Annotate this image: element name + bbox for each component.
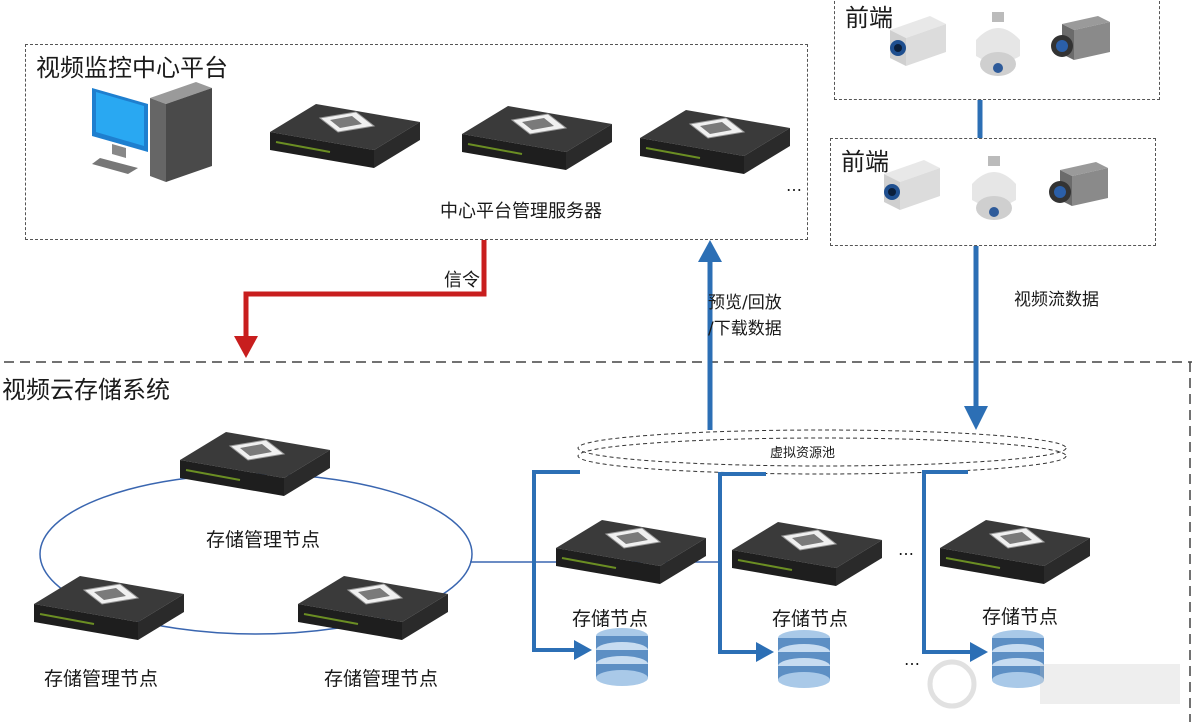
cloud-storage-title: 视频云存储系统 bbox=[2, 376, 170, 404]
workstation-computer-icon bbox=[92, 82, 212, 182]
box-camera-1a-icon bbox=[890, 16, 946, 66]
gun-camera-2-icon bbox=[1049, 162, 1108, 206]
center-platform-box bbox=[25, 44, 808, 240]
storage-node-1-icon bbox=[555, 519, 707, 585]
preview-label-line1: 预览/回放 bbox=[708, 293, 782, 313]
platform-server-3-icon bbox=[639, 109, 791, 175]
preview-label-line2: /下载数据 bbox=[708, 319, 782, 339]
frontend-title-2: 前端 bbox=[841, 148, 889, 176]
frontend-box-2 bbox=[830, 138, 1156, 246]
virtual-pool-label: 虚拟资源池 bbox=[770, 446, 836, 461]
mgmt-node-1-icon bbox=[179, 431, 331, 497]
gun-camera-1-icon bbox=[1051, 16, 1110, 60]
pool-to-disk-3 bbox=[922, 470, 974, 654]
virtual-resource-pool bbox=[577, 429, 1067, 475]
mgmt-node-3-label: 存储管理节点 bbox=[324, 668, 439, 690]
frontend-box-1 bbox=[834, 0, 1160, 100]
dome-camera-1-icon bbox=[976, 12, 1020, 76]
mgmt-node-2-label: 存储管理节点 bbox=[44, 668, 159, 690]
platform-server-label: 中心平台管理服务器 bbox=[440, 201, 602, 222]
storage-ellipsis-1: … bbox=[898, 540, 914, 559]
pool-to-disk-1 bbox=[532, 470, 580, 652]
dome-camera-2-icon bbox=[972, 156, 1016, 220]
signal-label: 信令 bbox=[444, 270, 480, 291]
box-camera-2a-icon bbox=[884, 160, 940, 210]
pool-to-disk-2 bbox=[718, 472, 766, 654]
storage-node-3-label: 存储节点 bbox=[982, 606, 1059, 628]
signal-arrow bbox=[243, 240, 487, 340]
frontend-title-1: 前端 bbox=[845, 4, 893, 32]
platform-ellipsis: … bbox=[786, 176, 802, 195]
storage-ellipsis-2: … bbox=[904, 650, 920, 669]
storage-node-2-icon bbox=[731, 521, 883, 587]
disk-2-icon bbox=[778, 630, 830, 688]
watermark-logo bbox=[927, 659, 1180, 709]
stream-label: 视频流数据 bbox=[1014, 290, 1099, 310]
mgmt-node-1-label: 存储管理节点 bbox=[206, 529, 321, 551]
storage-node-2-label: 存储节点 bbox=[772, 608, 849, 630]
disk-3-icon bbox=[992, 630, 1044, 688]
platform-server-1-icon bbox=[269, 103, 421, 169]
center-platform-title: 视频监控中心平台 bbox=[36, 54, 228, 82]
storage-node-3-icon bbox=[939, 519, 1091, 585]
platform-server-2-icon bbox=[461, 105, 613, 171]
storage-node-1-label: 存储节点 bbox=[572, 608, 649, 630]
disk-1-icon bbox=[596, 628, 648, 686]
